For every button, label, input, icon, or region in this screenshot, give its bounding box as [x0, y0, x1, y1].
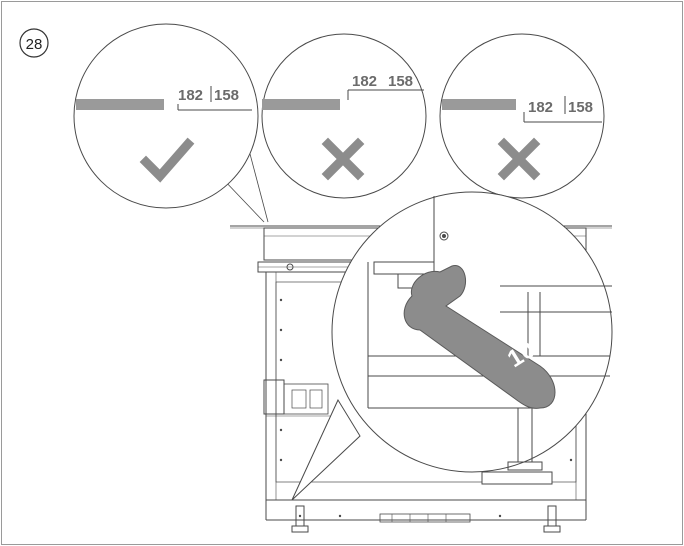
dimension-label-b: 158 — [388, 73, 413, 90]
dimension-label-a: 182 — [178, 87, 203, 104]
cross-icon — [321, 137, 365, 181]
countertop-bar — [262, 99, 340, 110]
checkmark-icon — [139, 137, 195, 183]
left-foot — [291, 505, 309, 533]
dimension-label-b: 158 — [214, 87, 239, 104]
detail-incorrect-2: 182 158 — [439, 33, 605, 199]
detail-correct: 182 158 — [73, 23, 259, 209]
dimension-label-a: 182 — [528, 99, 553, 116]
step-number: 28 — [26, 36, 43, 53]
cross-icon — [497, 137, 541, 181]
dimension-label-a: 182 — [352, 73, 377, 90]
right-foot — [543, 505, 561, 533]
countertop-bar — [76, 99, 164, 110]
detail-incorrect-1: 182 158 — [261, 33, 427, 199]
magnified-detail: 10 — [291, 191, 613, 501]
step-number-badge: 28 — [19, 28, 49, 58]
dimension-label-b: 158 — [568, 99, 593, 116]
countertop-bar — [442, 99, 516, 110]
